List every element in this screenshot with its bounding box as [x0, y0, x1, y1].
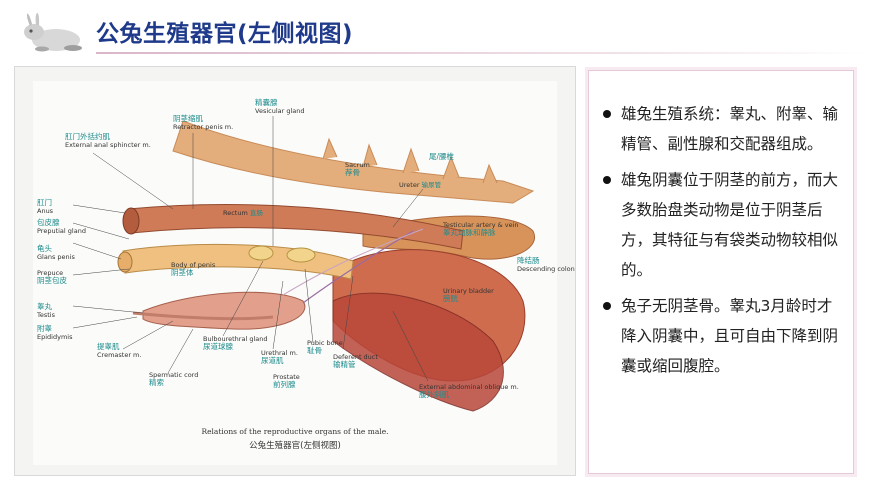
label-rectum: Rectum 直肠 — [223, 209, 263, 217]
figure-caption-cn: 公兔生殖器官(左侧视图) — [249, 441, 341, 451]
bullet-list: 雄兔生殖系统：睾丸、附睾、输精管、副性腺和交配器组成。 雄兔阴囊位于阴茎的前方，… — [603, 99, 847, 387]
label-epididymis: 附睾 Epididymis — [37, 324, 73, 342]
bullet-item: 雄兔阴囊位于阴茎的前方，而大多数胎盘类动物是位于阴茎后方，其特征与有袋类动物较相… — [603, 165, 847, 285]
bullet-item: 兔子无阴茎骨。睾丸3月龄时才降入阴囊中，且可自由下降到阴囊或缩回腹腔。 — [603, 291, 847, 381]
title-underline — [96, 52, 866, 54]
figure-caption-en: Relations of the reproductive organs of … — [201, 427, 389, 436]
rabbit-logo-icon — [24, 12, 82, 52]
page-title: 公兔生殖器官(左侧视图) — [96, 21, 354, 47]
label-ureter: Ureter 输尿管 — [399, 181, 442, 189]
slide-header: 公兔生殖器官(左侧视图) — [0, 0, 889, 62]
notes-panel: 雄兔生殖系统：睾丸、附睾、输精管、副性腺和交配器组成。 雄兔阴囊位于阴茎的前方，… — [588, 70, 854, 474]
bullet-dot-icon — [603, 302, 611, 310]
bullet-dot-icon — [603, 110, 611, 118]
bullet-item: 雄兔生殖系统：睾丸、附睾、输精管、副性腺和交配器组成。 — [603, 99, 847, 159]
label-urethral: Urethral m.尿道肌 — [261, 349, 298, 365]
label-vertebra: 尾/腰椎 — [429, 152, 455, 161]
label-external-oblique: External abdominal oblique m.腹外斜肌 — [419, 383, 519, 399]
bullet-dot-icon — [603, 176, 611, 184]
label-testis: 睾丸 Testis — [37, 302, 55, 320]
label-cremaster: 提睾肌 Cremaster m. — [97, 342, 142, 360]
anatomy-illustration — [72, 116, 536, 412]
